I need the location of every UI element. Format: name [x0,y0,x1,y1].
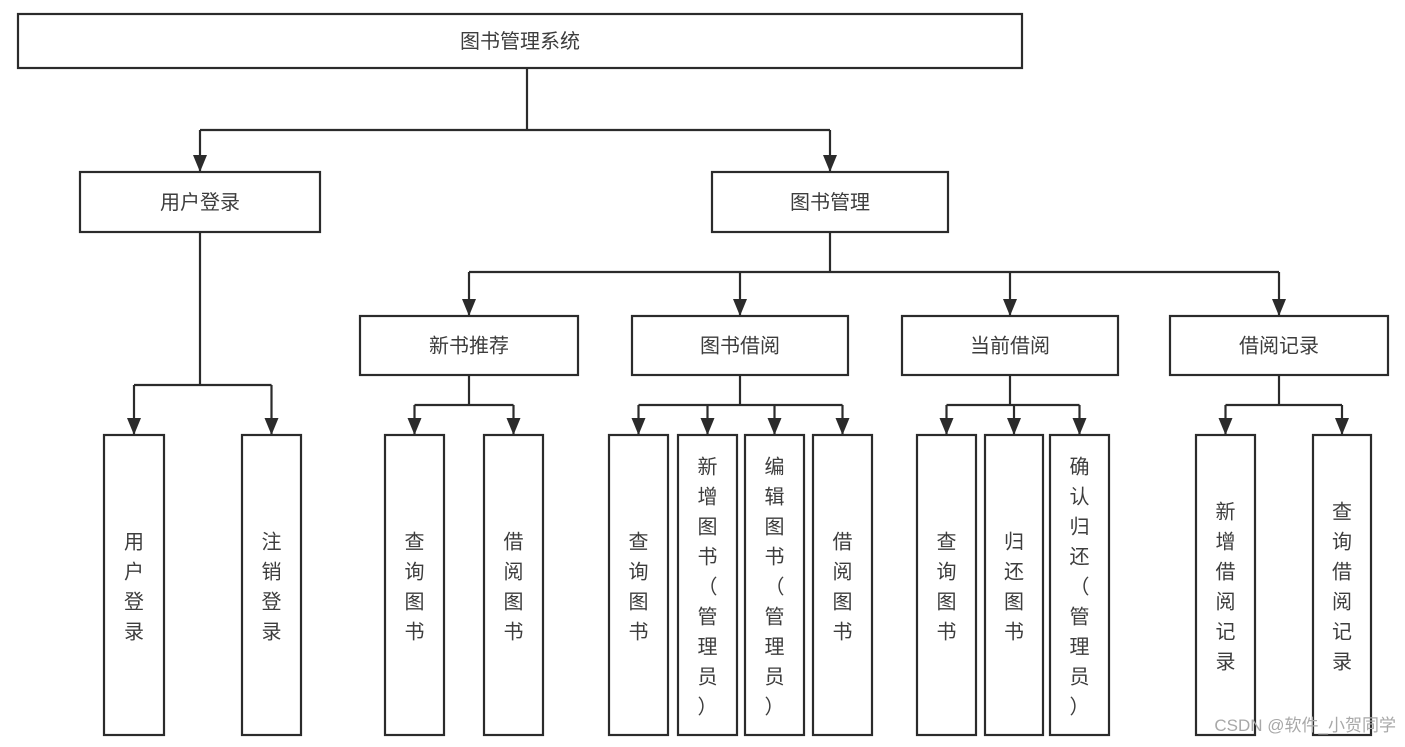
node-label-leaf-query-book-rec: 查询图书 [405,530,425,643]
nodes-layer: 图书管理系统用户登录图书管理新书推荐图书借阅当前借阅借阅记录用户登录注销登录查询… [16,12,1390,737]
node-label-current-borrow: 当前借阅 [970,335,1050,358]
arrow-head-icon [939,418,954,435]
node-book-management[interactable]: 图书管理 [710,170,950,234]
node-leaf-query-borrow-record[interactable]: 查询借阅记录 [1311,433,1373,737]
node-box-leaf-query-borrow-record[interactable] [1311,433,1373,737]
connector-currentborrow-to-leaves [939,375,1087,435]
node-leaf-borrow-book-rec[interactable]: 借阅图书 [482,433,545,737]
arrow-head-icon [823,155,837,172]
node-leaf-confirm-return-admin[interactable]: 确认归还（管理员） [1048,433,1111,737]
node-box-leaf-query-book-current[interactable] [915,433,978,737]
node-box-book-borrow[interactable] [630,314,850,377]
node-leaf-query-book-rec[interactable]: 查询图书 [383,433,446,737]
node-box-leaf-return-book[interactable] [983,433,1045,737]
node-box-root[interactable] [16,12,1024,70]
node-leaf-return-book[interactable]: 归还图书 [983,433,1045,737]
node-label-leaf-borrow-book-borrow: 借阅图书 [833,530,853,643]
connector-user-login-to-leaves [127,232,279,435]
node-label-user-login: 用户登录 [160,191,240,214]
arrow-head-icon [1072,418,1087,435]
node-box-user-login[interactable] [78,170,322,234]
arrow-head-icon [127,418,141,435]
node-box-leaf-query-book-rec[interactable] [383,433,446,737]
arrow-head-icon [264,418,279,435]
node-label-leaf-query-book-current: 查询图书 [937,530,957,643]
node-label-new-book-recommend: 新书推荐 [429,335,509,358]
arrow-head-icon [407,418,422,435]
node-leaf-query-book-borrow[interactable]: 查询图书 [607,433,670,737]
node-box-leaf-user-login[interactable] [102,433,166,737]
node-borrow-record[interactable]: 借阅记录 [1168,314,1390,377]
node-label-leaf-confirm-return-admin: 确认归还（管理员） [1070,455,1090,718]
node-label-borrow-record: 借阅记录 [1239,335,1319,358]
node-label-leaf-add-book-admin: 新增图书（管理员） [698,455,718,718]
node-box-new-book-recommend[interactable] [358,314,580,377]
arrow-head-icon [1003,299,1017,316]
arrow-head-icon [1272,299,1286,316]
csdn-watermark: CSDN @软件_小贺同学 [1214,716,1396,735]
connector-borrowrecord-to-leaves [1218,375,1349,435]
node-leaf-add-book-admin[interactable]: 新增图书（管理员） [676,433,739,737]
connector-bookborrow-to-leaves [631,375,850,435]
connectors-layer [127,68,1349,435]
node-label-leaf-return-book: 归还图书 [1004,530,1024,643]
arrow-head-icon [835,418,850,435]
node-label-leaf-logout-login: 注销登录 [262,530,282,643]
arrow-head-icon [700,418,715,435]
node-label-book-borrow: 图书借阅 [700,335,780,358]
node-label-leaf-query-book-borrow: 查询图书 [629,530,649,643]
node-leaf-query-book-current[interactable]: 查询图书 [915,433,978,737]
node-box-leaf-add-book-admin[interactable] [676,433,739,737]
node-label-leaf-borrow-book-rec: 借阅图书 [504,530,524,643]
node-box-leaf-borrow-book-rec[interactable] [482,433,545,737]
arrow-head-icon [631,418,646,435]
node-box-current-borrow[interactable] [900,314,1120,377]
arrow-head-icon [193,155,207,172]
node-leaf-logout-login[interactable]: 注销登录 [240,433,303,737]
connector-bookmgmt-to-level3 [462,232,1286,316]
node-label-leaf-user-login: 用户登录 [124,531,144,643]
node-user-login[interactable]: 用户登录 [78,170,322,234]
node-leaf-add-borrow-record[interactable]: 新增借阅记录 [1194,433,1257,737]
node-label-root: 图书管理系统 [460,30,580,53]
arrow-head-icon [1007,418,1021,435]
arrow-head-icon [1335,418,1349,435]
node-box-leaf-query-book-borrow[interactable] [607,433,670,737]
node-root[interactable]: 图书管理系统 [16,12,1024,70]
node-box-book-management[interactable] [710,170,950,234]
node-leaf-borrow-book-borrow[interactable]: 借阅图书 [811,433,874,737]
arrow-head-icon [767,418,782,435]
connector-root-to-level2 [193,68,837,172]
node-box-leaf-logout-login[interactable] [240,433,303,737]
node-label-book-management: 图书管理 [790,191,870,214]
node-box-leaf-confirm-return-admin[interactable] [1048,433,1111,737]
node-current-borrow[interactable]: 当前借阅 [900,314,1120,377]
node-leaf-edit-book-admin[interactable]: 编辑图书（管理员） [743,433,806,737]
connector-newbook-to-leaves [407,375,521,435]
node-leaf-user-login[interactable]: 用户登录 [102,433,166,737]
node-box-leaf-add-borrow-record[interactable] [1194,433,1257,737]
arrow-head-icon [462,299,476,316]
node-label-leaf-add-borrow-record: 新增借阅记录 [1216,500,1236,673]
node-new-book-recommend[interactable]: 新书推荐 [358,314,580,377]
arrow-head-icon [506,418,521,435]
node-box-leaf-borrow-book-borrow[interactable] [811,433,874,737]
node-label-leaf-query-borrow-record: 查询借阅记录 [1332,500,1352,673]
arrow-head-icon [733,299,747,316]
node-box-borrow-record[interactable] [1168,314,1390,377]
node-label-leaf-edit-book-admin: 编辑图书（管理员） [765,455,785,718]
node-book-borrow[interactable]: 图书借阅 [630,314,850,377]
node-box-leaf-edit-book-admin[interactable] [743,433,806,737]
arrow-head-icon [1218,418,1233,435]
